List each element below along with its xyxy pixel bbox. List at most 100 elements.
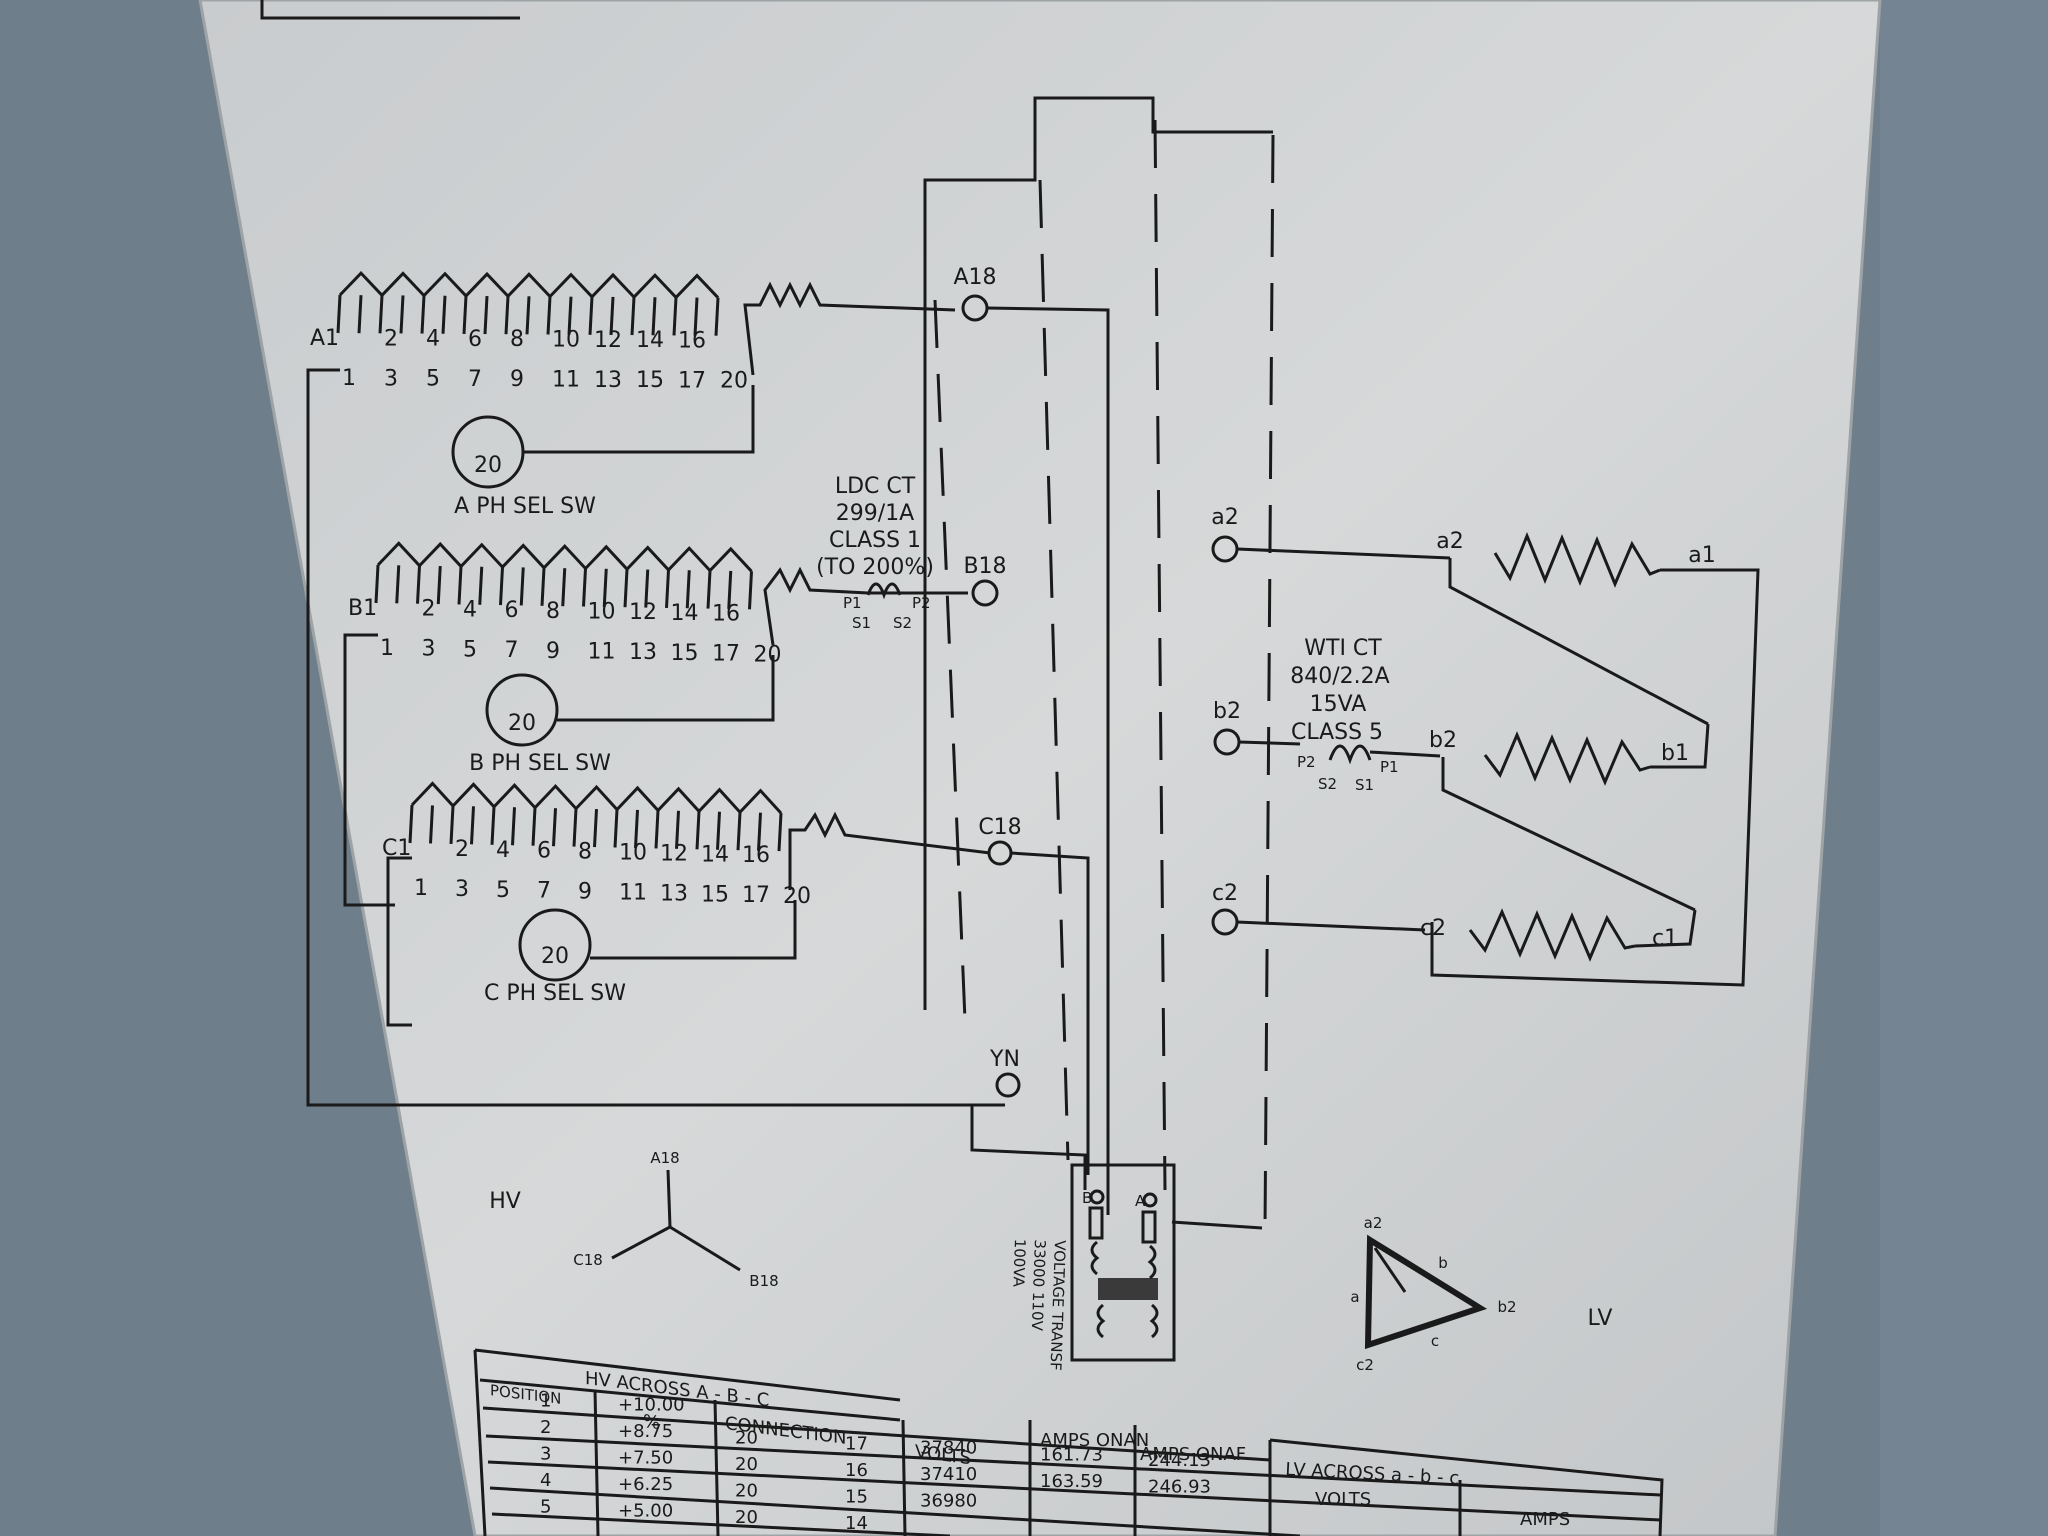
a_row-top-label: 10: [552, 328, 580, 353]
table-col-1: [593, 1389, 600, 1536]
b_row-tap-lead: [727, 570, 733, 610]
lv-b-right-label: b1: [1661, 741, 1689, 766]
ldc-ct-s1: S1: [852, 614, 871, 632]
b_row-bottom-label: 1: [380, 636, 394, 661]
table-cell-pos: 5: [540, 1496, 551, 1517]
table-cell-c2: 15: [845, 1487, 868, 1508]
b_row-tap-lead: [561, 568, 567, 607]
a_row-tap-lead: [483, 295, 489, 335]
b_row-bottom-label: 7: [505, 638, 519, 663]
a_row-tap-lead: [588, 296, 594, 335]
a_row-top-label: A1: [310, 326, 339, 351]
table-top-border: [474, 1348, 901, 1402]
a_row-top-label: 4: [426, 327, 440, 352]
b_row-tap-lead: [582, 568, 587, 607]
vt-secondary-coil-1: [1096, 1303, 1106, 1339]
a_row-top-label: 12: [594, 328, 622, 353]
a_row-tap-lead: [462, 295, 468, 334]
c_row-tap-lead: [593, 808, 598, 848]
tank-frame-top: [923, 96, 1273, 1010]
lv-a-winding: [1493, 532, 1661, 588]
c-switch-label: C PH SEL SW: [484, 981, 626, 1006]
table-row-line-4: [489, 1486, 1301, 1536]
c_row-bottom-label: 11: [619, 881, 647, 906]
b_row-tap-lead: [457, 566, 463, 605]
hv-vector-b: [669, 1225, 741, 1272]
table-col-2: [713, 1399, 720, 1536]
b_row-bottom-label: 3: [422, 637, 436, 662]
b-switch-label: B PH SEL SW: [469, 751, 611, 776]
table-cell-c2: 16: [845, 1460, 868, 1481]
b_row-top-label: 16: [712, 602, 740, 627]
c-switch-lead: [590, 900, 797, 960]
a_row-tap-lead: [357, 295, 363, 334]
tank-edge: [1880, 0, 2048, 1536]
table-cell-pct: +8.75: [618, 1421, 673, 1442]
table-cell-onan: 163.59: [1040, 1471, 1103, 1492]
th-amps-onan: AMPS ONAN: [1040, 1430, 1149, 1451]
wti-ct-line-4: CLASS 5: [1291, 720, 1383, 745]
th-amps-onaf: AMPS ONAF: [1140, 1444, 1246, 1465]
c_row-top-label: 2: [455, 837, 469, 862]
lv-vector-right: b2: [1497, 1298, 1516, 1316]
vt-b-terminal: [1089, 1189, 1105, 1205]
b18-terminal: [971, 579, 999, 607]
a_row-tap-lead: [714, 297, 720, 336]
lv-b-winding: [1483, 731, 1651, 786]
lv-vector-side-a: a: [1350, 1288, 1359, 1306]
a_row-bottom-label: 9: [510, 367, 524, 392]
b-selector-switch: [485, 673, 559, 747]
b_row-tap-lead: [499, 567, 504, 606]
a_row-zigzag: [338, 270, 720, 300]
table-col-3: [901, 1419, 907, 1536]
a_row-tap-lead: [441, 295, 447, 334]
c_row-tap-lead: [449, 805, 455, 844]
vt-caption-3: 100VA: [1009, 1238, 1029, 1288]
c_row-tap-lead: [654, 810, 660, 849]
b_row-tap-lead: [416, 565, 421, 604]
lv-a-diagonal: [1448, 558, 1709, 726]
lv-b-left-label: b2: [1429, 728, 1457, 753]
b_row-zigzag: [376, 541, 753, 573]
table-cell-pct: +7.50: [618, 1448, 673, 1469]
lv-c-lead: [1236, 920, 1426, 932]
c-series-resistor: [788, 811, 991, 890]
a_row-tap-lead: [651, 297, 657, 336]
b_row-tap-lead: [665, 569, 670, 608]
a_row-tap-lead: [420, 295, 426, 334]
a_row-top-label: 6: [468, 327, 482, 352]
c_row-tap-lead: [675, 810, 680, 849]
lv-th-amps: AMPS: [1520, 1509, 1570, 1530]
a_row-tap-lead: [378, 295, 384, 334]
c_row-bottom-label: 7: [537, 879, 551, 904]
c_row-tap-lead: [490, 806, 496, 845]
c_row-bottom-label: 15: [701, 882, 729, 907]
a18-label: A18: [953, 265, 996, 290]
vt-core: [1098, 1278, 1158, 1300]
c_row-tap-lead: [572, 808, 578, 847]
hv-vector-label: HV: [489, 1189, 521, 1214]
c_row-top-label: 12: [660, 841, 688, 866]
a_row-bottom-label: 1: [342, 366, 356, 391]
a_row-bottom-label: 5: [426, 367, 440, 392]
table-cell-c1: 20: [735, 1454, 758, 1475]
ldc-ct-coil: [866, 582, 902, 600]
lv-c-return: [1634, 909, 1697, 948]
b_row-top-label: B1: [348, 596, 377, 621]
b_row-tap-lead: [540, 567, 546, 606]
a_row-bottom-label: 17: [678, 368, 706, 393]
c_row-tap-lead: [716, 811, 721, 850]
table-cell-volts: 37410: [920, 1464, 977, 1485]
c_row-tap-lead: [470, 806, 475, 845]
table-cell-pos: 2: [540, 1417, 551, 1438]
lv-a-left-label: a2: [1436, 529, 1463, 554]
lv-vector-label: LV: [1588, 1306, 1613, 1331]
c_row-bottom-label: 9: [578, 880, 592, 905]
table-row-line-2: [485, 1434, 1661, 1497]
c_row-tap-lead: [613, 809, 619, 848]
ldc-ct-line-4: (TO 200%): [816, 555, 934, 580]
vt-caption-1: VOLTAGE TRANSF: [1046, 1240, 1069, 1371]
c_row-tap-lead: [408, 804, 414, 844]
